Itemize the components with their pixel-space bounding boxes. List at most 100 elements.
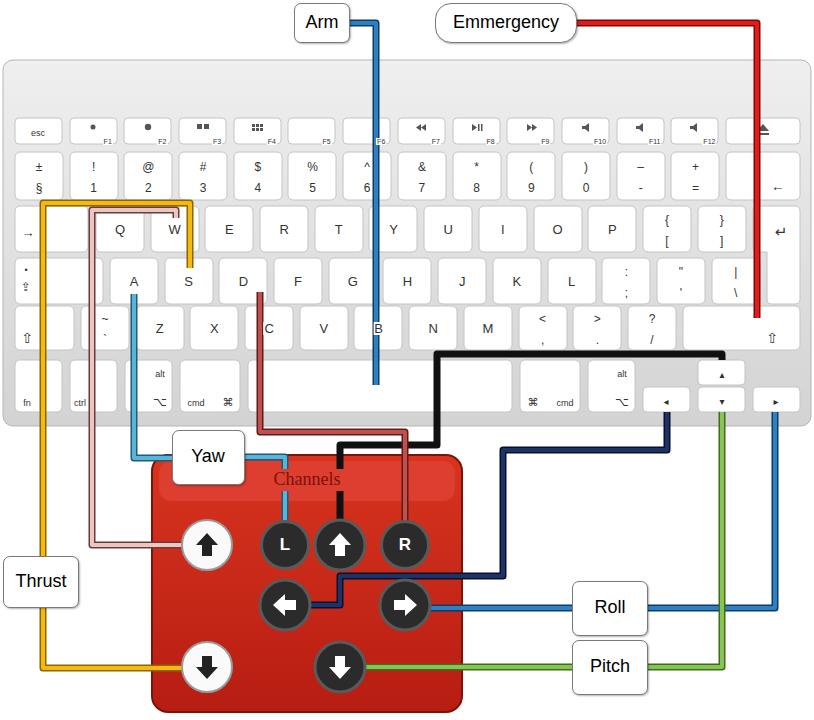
key-legend: ⌥ (614, 396, 630, 408)
key-legend: C (263, 322, 274, 335)
key-legend: 9 (527, 182, 536, 194)
keyboard-keys-part (602, 258, 650, 304)
key-legend: F10 (593, 138, 607, 145)
emergency-callout: Emmergency (435, 3, 577, 43)
key-legend: U (442, 223, 453, 236)
keyboard-keys-part (753, 387, 800, 412)
key-legend: F6 (376, 138, 386, 145)
key-legend-holder: L (567, 272, 576, 290)
keyboard-body-part (3, 60, 811, 426)
keyboard-keys-part (562, 118, 609, 144)
key-legend-holder: # (199, 157, 208, 175)
key-legend-holder: ⇪ (20, 277, 32, 295)
key-legend: ) (583, 161, 589, 173)
keyboard-keys-part (548, 258, 596, 304)
keyboard-keys-part (136, 306, 184, 350)
key-legend-holder: C (263, 319, 274, 337)
keyboard-keys-part (657, 258, 705, 304)
keyboard-keys-part (274, 258, 322, 304)
keyboard-keys-part (343, 118, 390, 144)
arrow-buttons-part (260, 580, 310, 630)
key-legend-holder: F9 (540, 130, 550, 148)
key-legend: Q (114, 223, 126, 236)
key-legend-holder: 5 (308, 178, 317, 196)
key-legend-holder: U (442, 220, 453, 238)
key-legend: F11 (648, 138, 662, 145)
key-legend-holder: ? (648, 309, 657, 327)
key-legend-holder: cmd (186, 392, 205, 410)
key-legend-holder: Q (114, 220, 126, 238)
key-legend-holder: 7 (418, 178, 427, 196)
key-legend: [ (664, 235, 669, 247)
function-key-icons-part (252, 128, 255, 131)
keyboard-keys-part (70, 118, 117, 144)
key-legend: S (183, 275, 194, 288)
node-text: L (280, 535, 290, 555)
key-legend: ↵ (774, 224, 789, 239)
key-legend-holder: T (334, 220, 344, 238)
node-text: R (399, 535, 411, 555)
key-legend-holder: ◂ (662, 391, 669, 409)
wires-part (365, 412, 722, 667)
key-legend: 2 (144, 182, 153, 194)
keyboard-keys-part (81, 306, 129, 350)
key-legend-holder: * (473, 157, 480, 175)
keyboard-keys-part (507, 118, 554, 144)
key-legend-holder: < (538, 309, 547, 327)
key-legend-holder: ▸ (772, 391, 779, 409)
key-legend-holder: ( (528, 157, 534, 175)
key-legend: ⌥ (152, 396, 168, 408)
node-text: Channels (271, 469, 344, 491)
channel-button: R (380, 520, 430, 570)
key-legend: T (334, 223, 344, 236)
key-legend: – (636, 161, 645, 173)
key-legend: . (595, 334, 600, 346)
key-legend-holder: ▴ (718, 364, 725, 382)
key-legend-holder: 3 (199, 178, 208, 196)
key-legend: P (607, 223, 618, 236)
key-legend: + (691, 161, 700, 173)
key-legend: ^ (363, 161, 371, 173)
key-legend: F7 (431, 138, 441, 145)
function-key-icons-part (252, 124, 255, 127)
node-text: Arm (306, 12, 339, 34)
key-legend-holder: / (649, 330, 654, 348)
key-legend: ctrl (73, 399, 87, 408)
key-legend: D (238, 275, 249, 288)
key-legend-holder: P (607, 220, 618, 238)
function-key-icons-part (421, 124, 426, 131)
key-legend-holder: [ (664, 231, 669, 249)
key-legend: @ (141, 161, 155, 173)
key-legend-holder: 9 (527, 178, 536, 196)
keyboard-keys-part (245, 306, 293, 350)
key-legend-holder: D (238, 272, 249, 290)
wires (43, 23, 775, 668)
key-legend: § (35, 182, 44, 194)
key-legend-holder: " (678, 262, 684, 280)
function-key-icons-part (145, 124, 151, 130)
arrow-buttons (182, 520, 430, 692)
arrow-buttons-part (182, 642, 232, 692)
function-key-icons-part (478, 124, 480, 131)
keyboard-keys-part (562, 152, 610, 200)
key-legend: ⇪ (20, 281, 32, 293)
key-legend-holder: B (373, 319, 384, 337)
keyboard-keys-part (234, 118, 281, 144)
key-legend-holder: ; (624, 283, 629, 301)
key-legend-holder: | (733, 262, 738, 280)
key-legend-holder: cmd (555, 392, 574, 410)
key-legend-holder: 8 (472, 178, 481, 196)
key-legend: • (23, 266, 28, 275)
key-legend: | (733, 266, 738, 278)
arrow-buttons-part (329, 656, 351, 679)
key-legend-holder: = (691, 178, 700, 196)
function-key-icons-part (260, 124, 263, 127)
roll-callout: Roll (572, 581, 648, 636)
key-legend-holder: ↵ (774, 223, 789, 241)
key-legend: 5 (308, 182, 317, 194)
key-legend: esc (30, 129, 46, 138)
keyboard-keys-part (617, 118, 664, 144)
